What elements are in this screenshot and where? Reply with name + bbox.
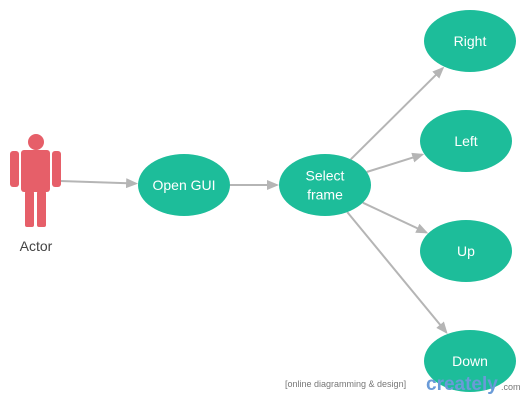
edge-select_frame-to-down[interactable] — [346, 211, 448, 334]
node-select-frame[interactable]: Select frame — [279, 154, 371, 216]
node-ellipse — [424, 330, 516, 392]
node-up[interactable]: Up — [420, 220, 512, 282]
node-down[interactable]: Down — [424, 330, 516, 392]
node-open-gui[interactable]: Open GUI — [138, 154, 230, 216]
actor-figure-icon — [10, 134, 61, 227]
actor-label: Actor — [20, 238, 53, 254]
node-label: Open GUI — [152, 177, 215, 193]
node-ellipse — [279, 154, 371, 216]
watermark: [online diagramming & design] creately .… — [285, 374, 521, 395]
edge-select_frame-to-right[interactable] — [350, 66, 445, 161]
node-label: frame — [307, 187, 343, 203]
node-label: Right — [454, 33, 487, 49]
node-left[interactable]: Left — [420, 110, 512, 172]
node-ellipse — [424, 10, 516, 72]
watermark-caption: [online diagramming & design] — [285, 379, 406, 389]
node-ellipse — [420, 220, 512, 282]
edge-select_frame-to-up[interactable] — [362, 201, 429, 234]
node-label: Select — [306, 168, 345, 184]
watermark-brand-logo: creately — [426, 374, 498, 395]
actor[interactable]: Actor — [10, 134, 61, 254]
edge-actor-to-open_gui[interactable] — [59, 178, 139, 189]
node-right[interactable]: Right — [424, 10, 516, 72]
node-label: Left — [454, 133, 477, 149]
node-label: Down — [452, 353, 488, 369]
watermark-suffix: .com — [501, 382, 521, 392]
edges-layer — [59, 66, 448, 334]
node-ellipse — [138, 154, 230, 216]
node-ellipse — [420, 110, 512, 172]
node-label: Up — [457, 243, 475, 259]
edge-select_frame-to-left[interactable] — [366, 152, 425, 173]
